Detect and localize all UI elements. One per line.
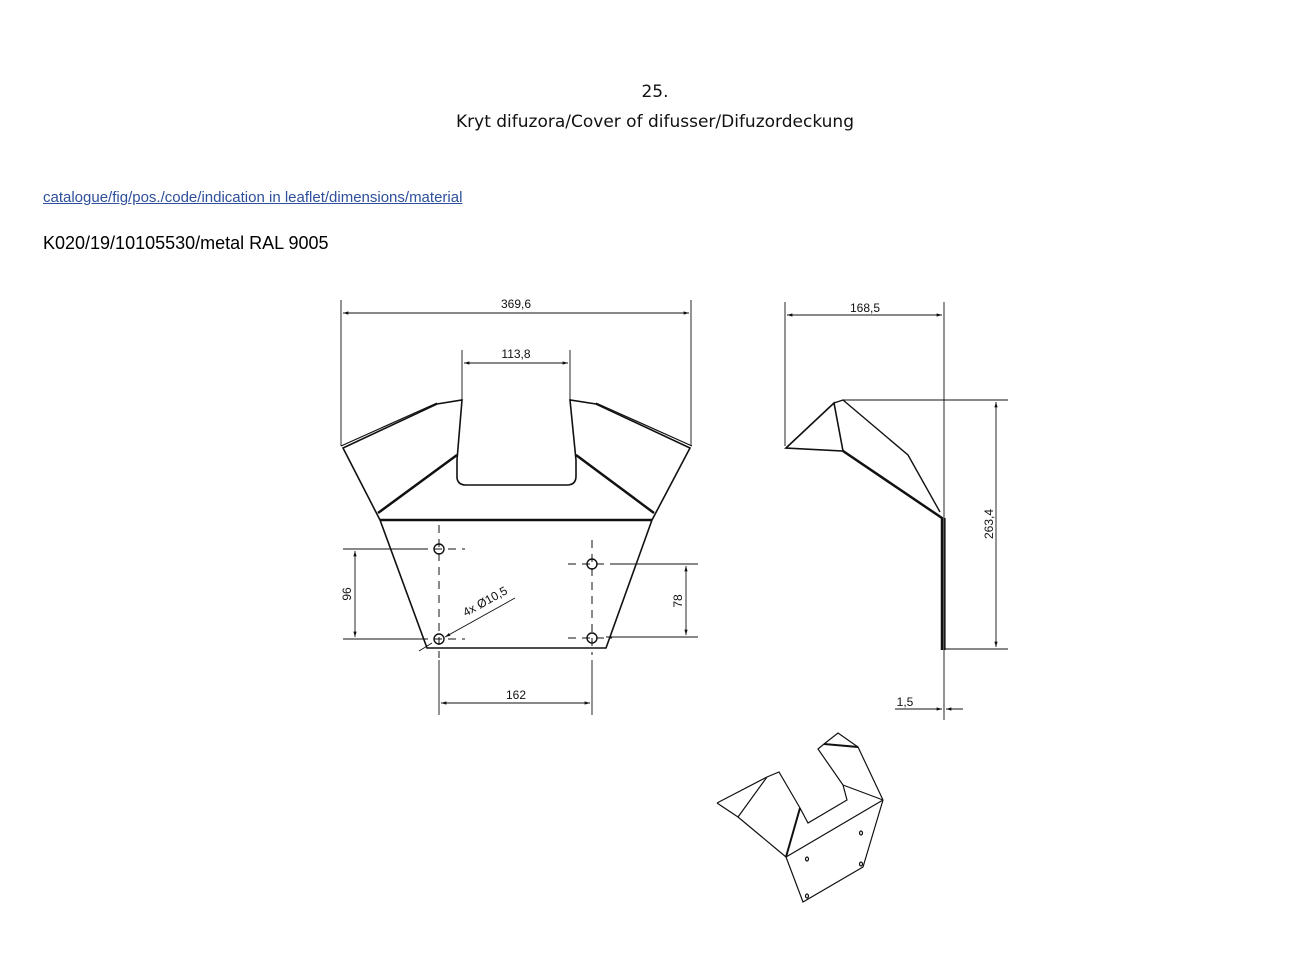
side-view [784,302,1008,720]
dim-right-hole-spacing: 78 [671,594,685,608]
figure-number: 25. [641,82,669,102]
dim-depth: 168,5 [850,301,880,315]
dim-thickness: 1,5 [897,695,914,709]
front-view [340,300,698,715]
dim-overall-width: 369,6 [501,297,531,311]
figure-title: Kryt difuzora/Cover of difusser/Difuzord… [456,112,854,132]
dim-slot-width: 113,8 [501,347,530,361]
dim-hole-horizontal-spacing: 162 [506,688,526,702]
dim-left-hole-spacing: 96 [340,587,354,601]
part-code: K020/19/10105530/metal RAL 9005 [43,233,329,253]
dim-height: 263,4 [982,509,996,539]
isometric-view [716,732,884,903]
legend-link[interactable]: catalogue/fig/pos./code/indication in le… [43,189,463,206]
hole-note: 4x Ø10,5 [460,583,510,619]
